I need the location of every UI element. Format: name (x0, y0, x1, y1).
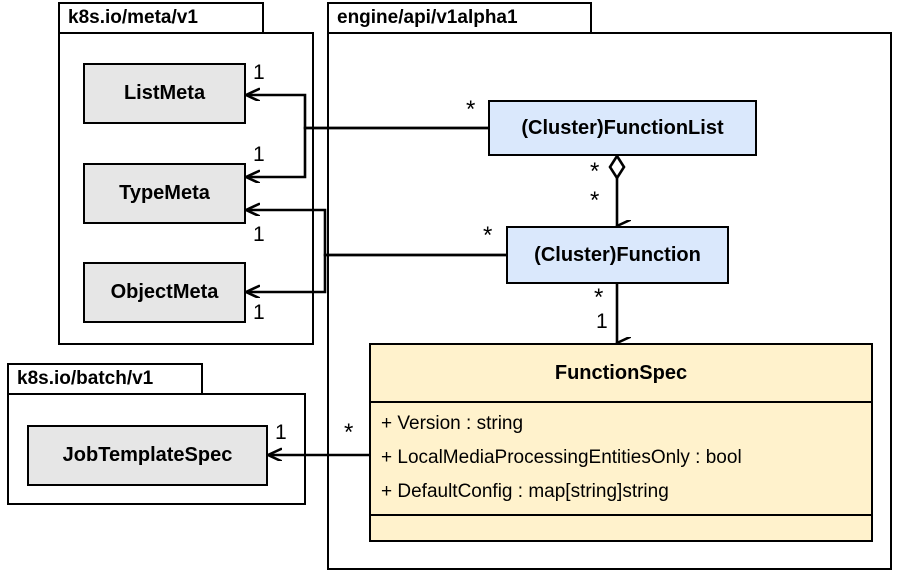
attribute-localmediaprocessingentitiesonly: + LocalMediaProcessingEntitiesOnly : boo… (381, 447, 742, 468)
class-name-typemeta: TypeMeta (119, 182, 210, 204)
class-name-listmeta: ListMeta (123, 82, 206, 104)
package-label-k8s-batch-v1: k8s.io/batch/v1 (17, 368, 154, 389)
class-objectmeta[interactable]: ObjectMeta (83, 262, 246, 323)
mult-typemeta-lower-target: 1 (253, 223, 265, 246)
class-typemeta[interactable]: TypeMeta (83, 163, 246, 224)
mult-functionlist-source: * (466, 96, 476, 123)
class-functionspec[interactable]: FunctionSpec + Version : string + LocalM… (369, 343, 873, 542)
class-name-functionspec: FunctionSpec (371, 345, 871, 403)
mult-aggregation-target: * (590, 187, 600, 214)
class-name-cluster-function: (Cluster)Function (534, 243, 701, 266)
mult-objectmeta-target: 1 (253, 301, 265, 324)
mult-typemeta-upper-target: 1 (253, 143, 265, 166)
attribute-version: + Version : string (381, 413, 524, 434)
mult-listmeta-target: 1 (253, 61, 265, 84)
package-tab-k8s-meta-v1: k8s.io/meta/v1 (58, 2, 264, 34)
attribute-defaultconfig: + DefaultConfig : map[string]string (381, 481, 669, 502)
mult-functionspec-source: * (594, 284, 604, 311)
package-tab-engine-api-v1alpha1: engine/api/v1alpha1 (327, 2, 592, 34)
class-cluster-functionlist[interactable]: (Cluster)FunctionList (488, 100, 757, 156)
class-name-cluster-functionlist: (Cluster)FunctionList (521, 116, 724, 139)
mult-function-source: * (483, 222, 493, 249)
package-label-k8s-meta-v1: k8s.io/meta/v1 (68, 7, 198, 28)
class-name-objectmeta: ObjectMeta (110, 281, 219, 303)
mult-jobtpl-source: * (344, 419, 354, 446)
class-jobtemplatespec[interactable]: JobTemplateSpec (27, 425, 268, 486)
package-tab-k8s-batch-v1: k8s.io/batch/v1 (7, 363, 203, 395)
functionspec-attributes: + Version : string + LocalMediaProcessin… (371, 403, 871, 516)
class-cluster-function[interactable]: (Cluster)Function (506, 226, 729, 284)
class-name-jobtemplatespec: JobTemplateSpec (62, 444, 233, 466)
mult-jobtemplatespec-target: 1 (275, 421, 287, 444)
mult-functionspec-target: 1 (596, 310, 608, 333)
mult-aggregation-source: * (590, 158, 600, 185)
functionspec-methods (371, 516, 871, 526)
package-label-engine-api-v1alpha1: engine/api/v1alpha1 (337, 7, 518, 28)
class-listmeta[interactable]: ListMeta (83, 63, 246, 124)
